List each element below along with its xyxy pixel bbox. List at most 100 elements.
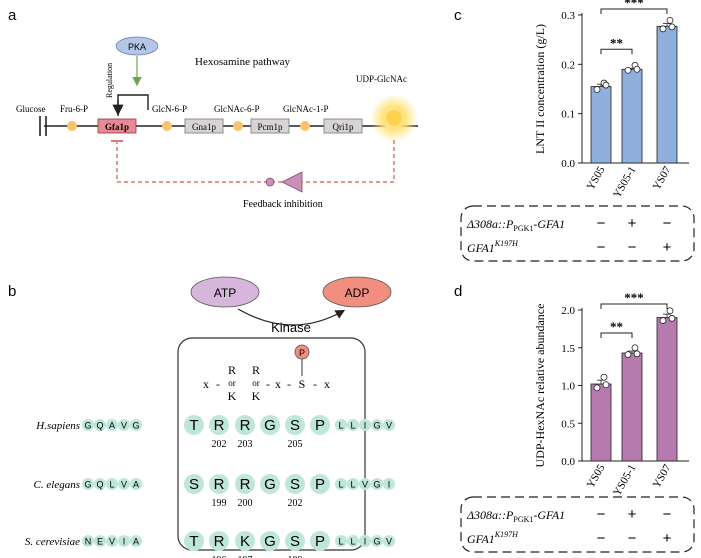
genotype-mark: +: [663, 530, 672, 547]
enzyme-gna1p: [184, 118, 224, 134]
residue-letter: L: [109, 480, 114, 490]
kinase-label: Kinase: [271, 320, 311, 335]
genotype-row1-suffix: -GFA1: [533, 217, 565, 231]
bar: [621, 352, 643, 462]
enzyme-pcm1p-label: Pcm1p: [257, 122, 283, 132]
motif-residue-bubble: [310, 531, 330, 551]
motif-residue-bubble: [235, 474, 255, 494]
data-point: [659, 25, 667, 33]
residue-bubble: [130, 535, 142, 547]
motif-residue-letter: S: [290, 417, 300, 434]
residue-letter: I: [364, 537, 367, 547]
metabolite-fru6p: Fru-6-P: [60, 104, 88, 114]
residue-letter: Q: [96, 421, 103, 431]
motif-residue-letter: K: [240, 533, 250, 550]
residue-letter: N: [85, 537, 92, 547]
residue-letter: V: [386, 421, 392, 431]
residue-bubble: [383, 419, 395, 431]
residue-number: 196: [212, 555, 227, 558]
panel-label-b: b: [8, 283, 16, 300]
bar: [590, 86, 612, 164]
kinase-arrow: [237, 308, 346, 326]
data-point: [602, 381, 610, 389]
genotype-mark: −: [628, 530, 637, 547]
significance-label: **: [610, 35, 623, 50]
residue-letter: G: [373, 480, 380, 490]
significance-label: **: [610, 319, 623, 334]
significance-label: ***: [624, 0, 644, 10]
atp-label: ATP: [214, 286, 236, 300]
residue-bubble: [118, 419, 130, 431]
motif-residue-letter: T: [189, 533, 198, 550]
residue-number: 205: [288, 439, 303, 450]
enzyme-gfa1p: [97, 118, 137, 134]
genotype-row1-sub: PGK1: [513, 224, 533, 233]
y-tick-label: 0.2: [561, 59, 575, 71]
residue-letter: G: [84, 480, 91, 490]
genotype-mark: −: [597, 506, 606, 523]
significance-bracket: [600, 332, 633, 339]
residue-bubble: [106, 419, 118, 431]
residue-letter: L: [338, 421, 343, 431]
node-glcnac6p: [233, 121, 243, 131]
motif-residue-letter: R: [214, 476, 225, 493]
y-tick-label: 0.0: [561, 158, 575, 170]
motif-residue-bubble: [184, 415, 204, 435]
panel-a: a Hexosamine pathway PKA Regulation Gluc…: [8, 7, 418, 210]
data-point: [631, 344, 639, 352]
enzyme-pcm1p: [250, 118, 290, 134]
glucose-label: Glucose: [16, 104, 46, 114]
residue-bubble: [335, 535, 347, 547]
genotype-row1-label: Δ308a::PPGK1-GFA1: [466, 508, 565, 524]
genotype-row1-sub: PGK1: [513, 515, 533, 524]
motif-residue-bubble: [209, 531, 229, 551]
phospho-circle: [294, 344, 310, 360]
genotype-mark: +: [628, 506, 637, 523]
motif-residue-letter: P: [315, 476, 325, 493]
residue-letter: G: [373, 537, 380, 547]
residue-number: 202: [212, 439, 227, 450]
pka-ellipse: [115, 36, 159, 56]
y-tick-label: 2.0: [561, 305, 575, 317]
category-label: YS07: [651, 164, 674, 192]
adp-ellipse: [322, 276, 392, 308]
motif-x3: x: [324, 377, 330, 391]
motif-residue-bubble: [209, 474, 229, 494]
motif-d3: -: [287, 377, 291, 391]
consensus-motif: x - R or K R or K - x - S - x: [203, 363, 330, 403]
motif-residue-bubble: [285, 474, 305, 494]
residue-letter: L: [350, 537, 355, 547]
residue-bubble: [359, 419, 371, 431]
motif-residue-letter: P: [315, 533, 325, 550]
residue-letter: E: [97, 537, 103, 547]
bar: [590, 383, 612, 462]
genotype-mark: −: [597, 215, 606, 232]
motif-residue-letter: P: [315, 417, 325, 434]
motif-residue-letter: R: [240, 417, 251, 434]
residue-number: 203: [238, 439, 253, 450]
udp-glcnac-label: UDP-GlcNAc: [356, 74, 407, 84]
regulation-loop: [117, 94, 149, 116]
motif-r1: R: [228, 363, 236, 377]
motif-residue-letter: R: [214, 417, 225, 434]
udp-glcnac-node: [386, 110, 402, 126]
data-point: [633, 65, 641, 73]
enzyme-gna1p-label: Gna1p: [192, 122, 216, 132]
residue-number: 199: [212, 498, 227, 509]
genotype-mark: +: [663, 239, 672, 256]
residue-letter: V: [121, 421, 127, 431]
residue-bubble: [359, 535, 371, 547]
genotype-row1-main: Δ308a::P: [466, 217, 514, 231]
data-point: [602, 81, 610, 89]
motif-s: S: [299, 377, 306, 391]
motif-residue-bubble: [184, 474, 204, 494]
y-axis-label: LNT II concentration (g/L): [533, 24, 547, 154]
motif-residue-bubble: [184, 531, 204, 551]
feedback-label: Feedback inhibition: [243, 199, 323, 210]
residue-letter: L: [338, 537, 343, 547]
residue-bubble: [130, 478, 142, 490]
data-point: [600, 373, 608, 381]
genotype-row1-suffix: -GFA1: [533, 508, 565, 522]
